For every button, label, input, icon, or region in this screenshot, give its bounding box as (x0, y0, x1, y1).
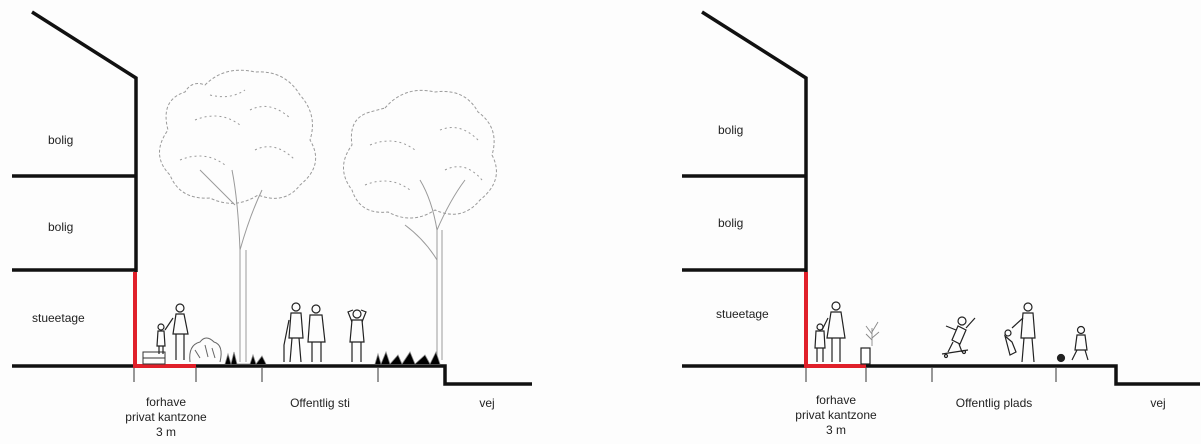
right-floor-label-middle: bolig (718, 216, 744, 230)
left-zone-road-label: vej (479, 396, 495, 410)
left-zone-front-line-1: forhave (145, 395, 187, 409)
tree-icon (159, 69, 317, 362)
left-zone-front-label: forhave privat kantzone 3 m (125, 395, 206, 440)
front-step-icon (142, 351, 166, 365)
left-section (12, 10, 532, 386)
shrub-icon (189, 337, 222, 363)
plant-icon (865, 321, 880, 346)
left-floor-label-middle: bolig (48, 220, 74, 234)
elderly-couple-figure-icon (283, 302, 326, 363)
left-front-garden-highlight (133, 272, 196, 368)
man-binoculars-figure-icon (347, 309, 367, 362)
right-zone-front-line-2: privat kantzone (795, 408, 877, 422)
child-ball-figure-icon (1056, 325, 1089, 363)
fence-post-icon (860, 347, 871, 365)
grass-icon (224, 350, 441, 366)
left-zone-front-line-3: 3 m (155, 425, 177, 439)
left-floor-label-upper: bolig (48, 133, 74, 147)
mother-child-figure-icon (814, 301, 846, 362)
left-zone-public-label: Offentlig sti (290, 396, 350, 410)
right-floor-label-ground: stueetage (716, 307, 769, 321)
left-roof-line (31, 10, 138, 272)
right-section (682, 10, 1200, 386)
right-zone-public-label: Offentlig plads (955, 396, 1033, 410)
right-zone-front-line-3: 3 m (825, 423, 847, 437)
parent-swinging-child-figure-icon (1003, 302, 1036, 363)
right-roof-line (701, 10, 808, 272)
right-front-garden-highlight (804, 272, 866, 368)
left-floor-label-ground: stueetage (32, 311, 85, 325)
tree-icon (343, 89, 497, 360)
skateboarder-figure-icon (941, 316, 976, 359)
mother-child-figure-icon (156, 303, 189, 360)
right-zone-road-label: vej (1150, 396, 1166, 410)
right-zone-front-line-1: forhave (815, 393, 857, 407)
right-floor-label-upper: bolig (718, 123, 744, 137)
right-zone-front-label: forhave privat kantzone 3 m (795, 393, 876, 438)
left-public-ground-line (196, 364, 532, 386)
right-public-ground-line (866, 364, 1200, 386)
left-zone-front-line-2: privat kantzone (125, 410, 207, 424)
